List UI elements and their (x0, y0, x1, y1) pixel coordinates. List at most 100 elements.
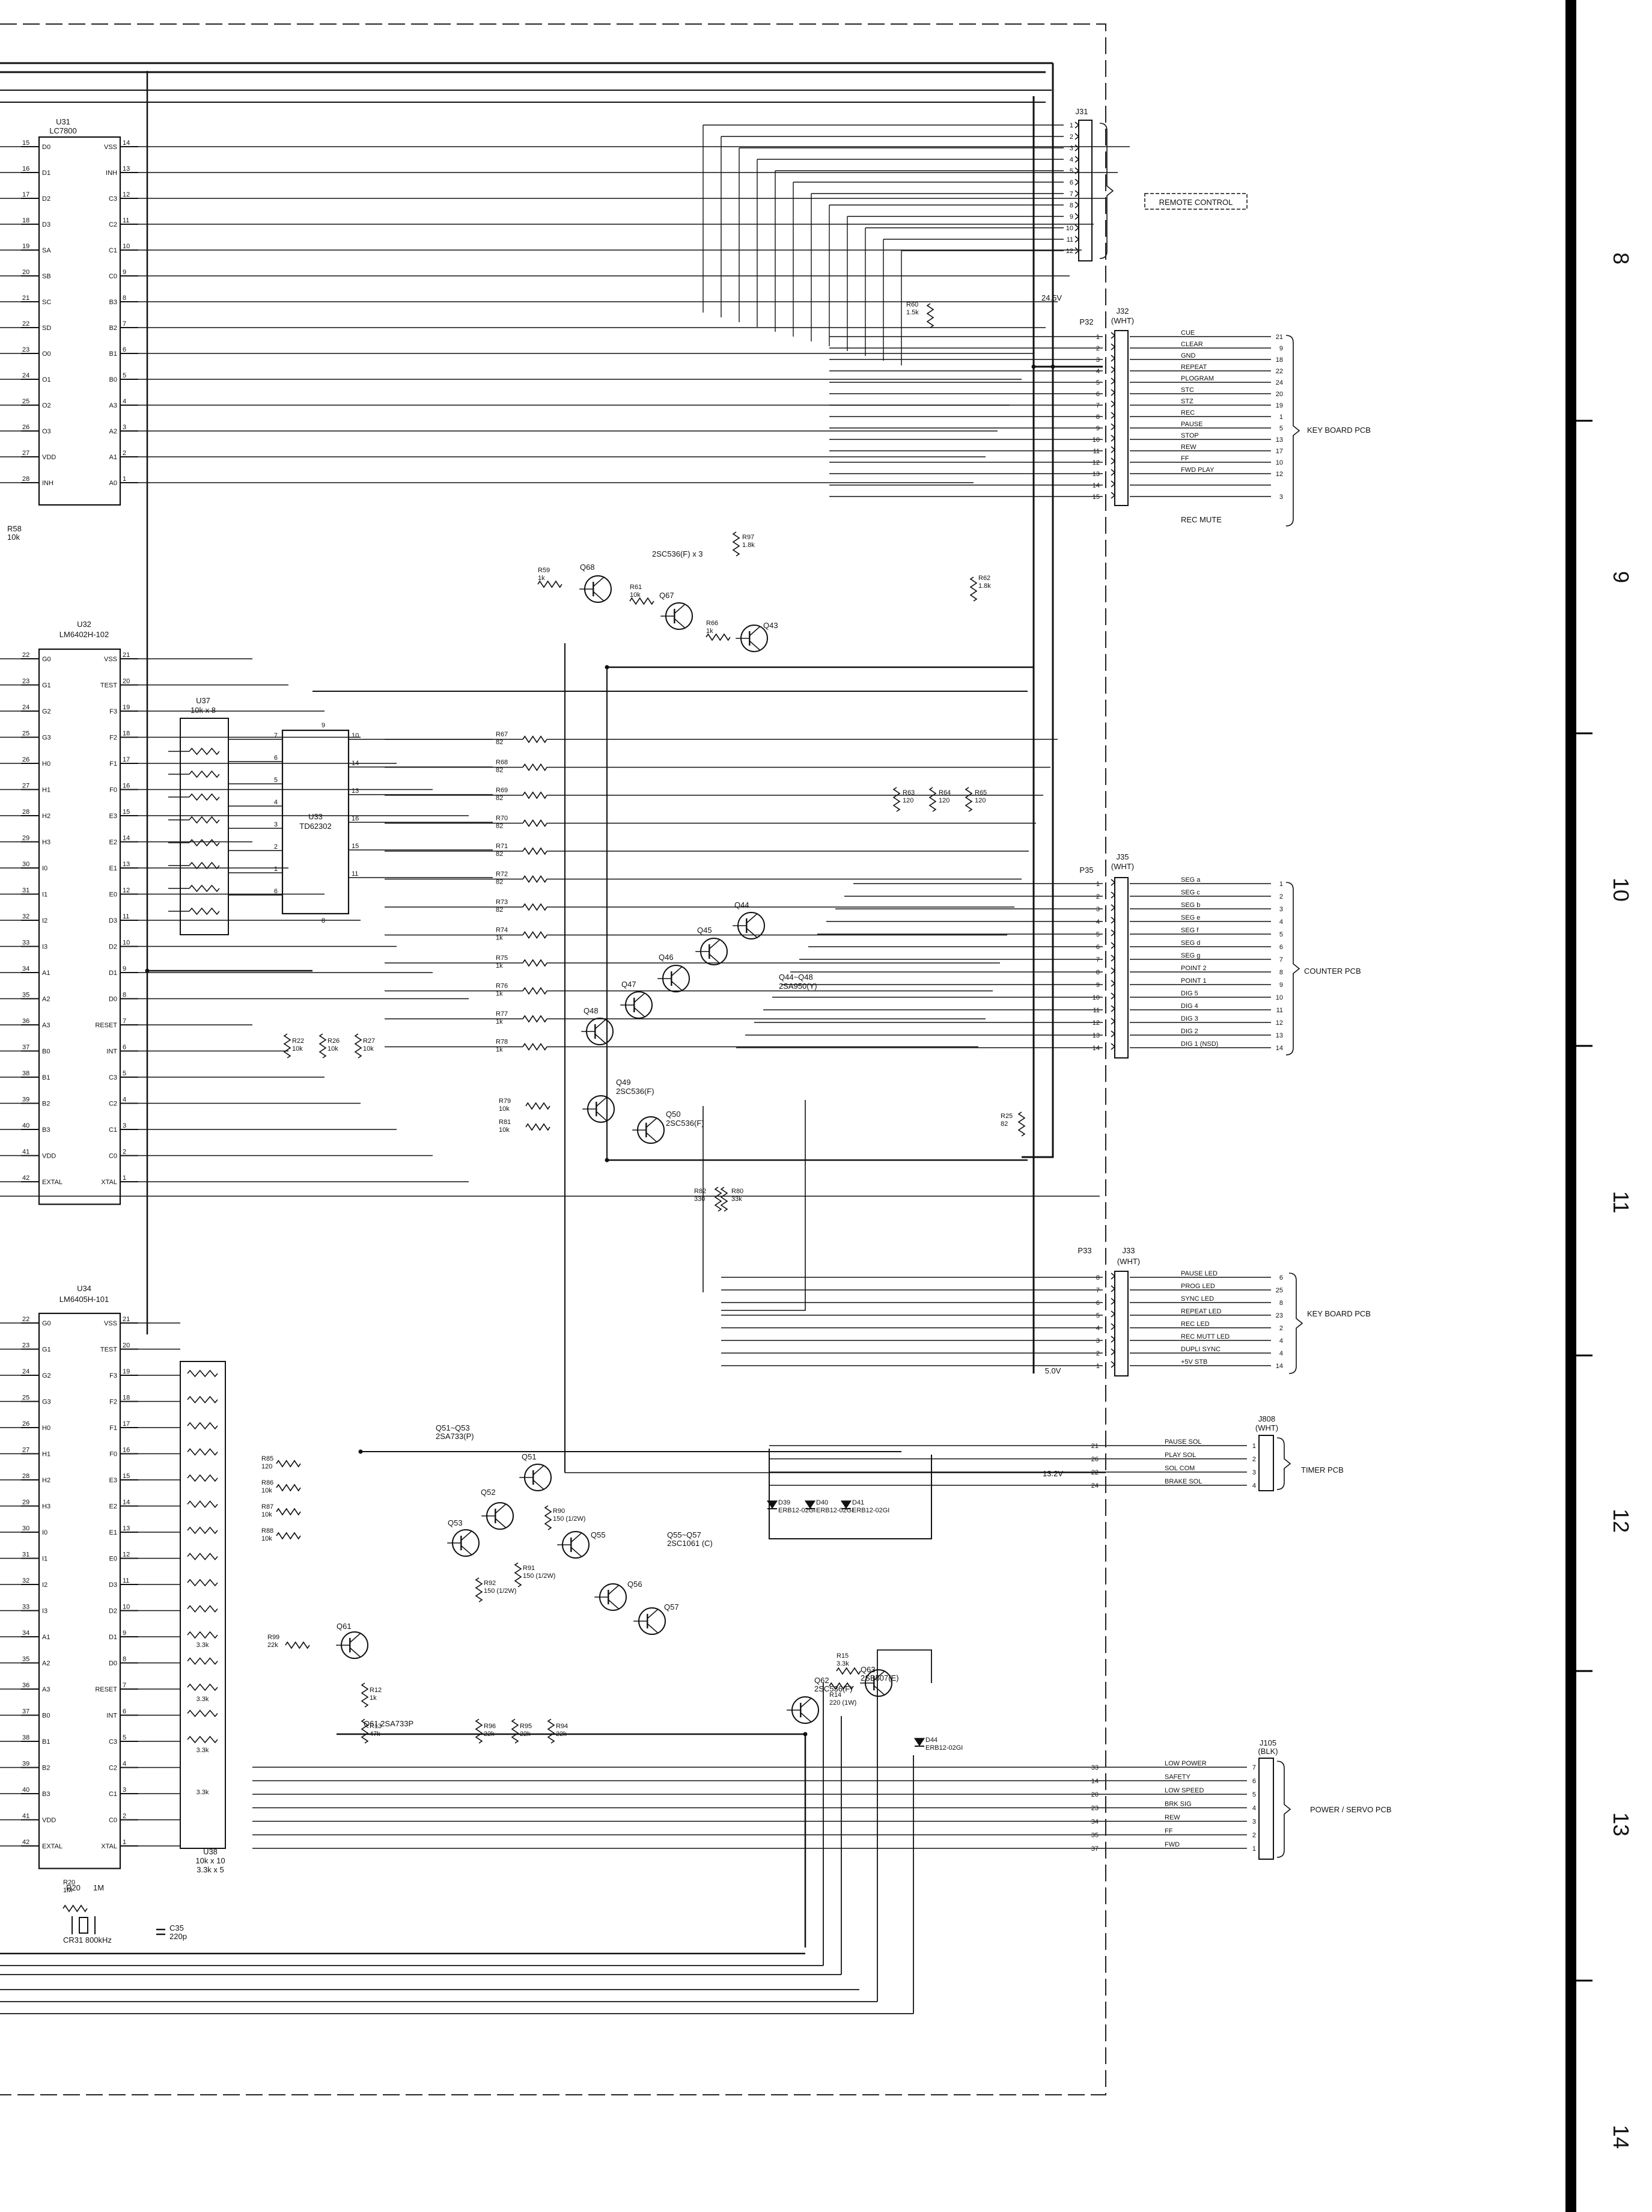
u31-pin-name: B3 (109, 299, 117, 306)
u31-pin-number: 1 (123, 475, 126, 483)
j32-pin-number: 6 (1096, 391, 1100, 398)
j808-dest: 2 (1252, 1456, 1256, 1463)
transistor-collector (532, 1465, 544, 1476)
u34-pin-name: I3 (42, 1608, 47, 1615)
j105-dest: 6 (1252, 1778, 1256, 1785)
u33-pin-number: 6 (274, 888, 278, 895)
u32-pin-number: 31 (22, 887, 29, 894)
j808-signal: SOL COM (1165, 1465, 1195, 1472)
transistor-emitter (674, 618, 686, 629)
u31-pin-number: 10 (123, 243, 130, 250)
u32-pin-name: TEST (100, 682, 117, 689)
q51-53-part: 2SA733(P) (436, 1432, 474, 1441)
u32-pin-number: 37 (22, 1044, 29, 1051)
q49-label: Q49 (616, 1078, 631, 1087)
resistor-symbol (720, 1187, 728, 1212)
u34-pin-number: 19 (123, 1368, 130, 1375)
j35-signal: POINT 2 (1181, 965, 1207, 972)
j31-pin-number: 7 (1070, 191, 1073, 198)
transistor-collector (460, 1530, 472, 1541)
j35-dest: 2 (1279, 893, 1283, 900)
resistor-symbol (361, 1682, 369, 1708)
r86-value: 10k (261, 1487, 272, 1494)
r75-ref: R75 (496, 955, 508, 962)
r82-ref: R82 (694, 1188, 706, 1195)
u34-pin-number: 30 (22, 1525, 29, 1532)
transistor-collector (709, 939, 721, 950)
q61-transistor (336, 1631, 368, 1659)
q50-part: 2SC536(F) (666, 1119, 704, 1128)
r60-value: 1.5k (906, 309, 919, 316)
u32-pin-name: F3 (109, 708, 117, 715)
r91-ref: R91 (523, 1565, 535, 1572)
j32-contact (1111, 457, 1116, 465)
j32-contact (1111, 412, 1116, 419)
j31-contact (1074, 121, 1080, 129)
q43-transistor (736, 625, 768, 652)
q62-label: Q62 (814, 1676, 829, 1685)
resistor-symbol (475, 1719, 483, 1744)
u32-pin-number: 30 (22, 861, 29, 868)
q50-transistor (632, 1116, 665, 1144)
transistor-collector (608, 1584, 620, 1595)
u31-pin-number: 7 (123, 320, 126, 328)
j105-dest: 5 (1252, 1791, 1256, 1798)
r12-ref: R12 (370, 1687, 382, 1694)
u34-pin-name: D2 (109, 1608, 117, 1615)
transistor-emitter (645, 1132, 657, 1143)
u33-pin-number: 11 (352, 870, 358, 878)
q62-transistor (787, 1696, 819, 1724)
resistor-symbol (522, 1043, 547, 1051)
u34-pin-number: 3 (123, 1786, 126, 1794)
u31-pin-number: 23 (22, 346, 29, 353)
u31-pin-number: 14 (123, 139, 130, 147)
remote-control-box (1144, 193, 1248, 210)
resistor-symbol (829, 1682, 854, 1690)
u34-pin-number: 38 (22, 1734, 29, 1741)
r80-ref: R80 (731, 1188, 743, 1195)
j33-brace (1288, 1273, 1303, 1374)
j35-pin-number: 4 (1096, 918, 1100, 926)
transistor-collector (873, 1670, 885, 1681)
u33-pin-number: 13 (352, 787, 359, 795)
j105-dest: 3 (1252, 1818, 1256, 1826)
j31-contact (1074, 167, 1080, 174)
connector-layer: 1234567891011121CUE212CLEAR93GND184REPEA… (1066, 120, 1303, 1860)
j35-pin-number: 13 (1093, 1032, 1100, 1039)
j808-signal: PLAY SOL (1165, 1452, 1196, 1459)
u38-ref: U38 (203, 1847, 218, 1856)
j105-in-pin: 20 (1091, 1791, 1099, 1798)
q61-note: Q61 2SA733P (364, 1719, 413, 1728)
resistor-symbol (522, 959, 547, 967)
j808-note: 13.2V (1043, 1469, 1063, 1478)
r97-value: 1.8k (742, 542, 755, 549)
u32-pin-number: 6 (123, 1044, 126, 1051)
q57-transistor (633, 1607, 666, 1635)
u34-pin-name: D3 (109, 1581, 117, 1589)
u32-pin-number: 25 (22, 730, 29, 738)
zone-number: 9 (1609, 571, 1633, 583)
transistor-collector (746, 913, 758, 924)
j33-signal: SYNC LED (1181, 1295, 1214, 1303)
bus (769, 1449, 932, 1539)
u34-pin-number: 31 (22, 1551, 29, 1559)
j33-pin-number: 5 (1096, 1312, 1100, 1319)
j33-pin-number: 2 (1096, 1350, 1100, 1357)
j808-in-pin: 22 (1091, 1469, 1099, 1476)
j31-contact (1074, 156, 1080, 163)
q48-transistor (581, 1018, 614, 1045)
resistor-symbol (892, 787, 901, 812)
u31-pin-name: B0 (109, 376, 117, 383)
r25-ref: R25 (1001, 1113, 1013, 1120)
u38-sub-value: 3.3k (197, 1789, 209, 1796)
j105-in-pin: 33 (1091, 1764, 1099, 1771)
r79-value: 10k (499, 1105, 510, 1113)
r70-ref: R70 (496, 815, 508, 822)
u34-pin-number: 12 (123, 1551, 130, 1559)
